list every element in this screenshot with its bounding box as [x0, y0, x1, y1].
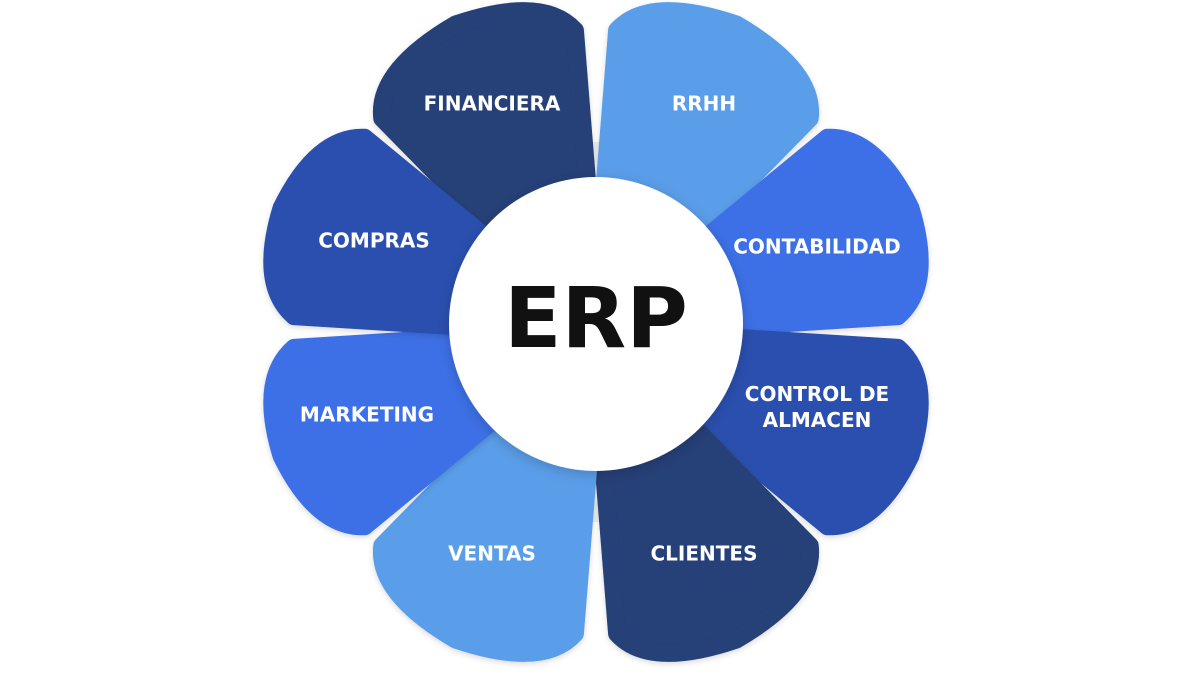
- petal-control-de-almacen: [670, 326, 929, 536]
- petal-label-contabilidad: CONTABILIDAD: [733, 235, 901, 259]
- petal-ventas: [372, 399, 600, 662]
- petal-clientes: [592, 399, 820, 662]
- petal-label-ventas: VENTAS: [448, 542, 536, 566]
- petal-label-marketing: MARKETING: [300, 403, 434, 427]
- petal-label-rrhh: RRHH: [672, 92, 736, 116]
- petal-label-compras: COMPRAS: [318, 229, 430, 253]
- center-label: ERP: [504, 269, 688, 367]
- petal-label-financiera: FINANCIERA: [424, 92, 561, 116]
- petal-label-clientes: CLIENTES: [651, 542, 758, 566]
- center-circle: [449, 177, 743, 471]
- petal-marketing: [263, 326, 522, 536]
- petal-contabilidad: [670, 128, 929, 338]
- petal-compras: [263, 128, 522, 338]
